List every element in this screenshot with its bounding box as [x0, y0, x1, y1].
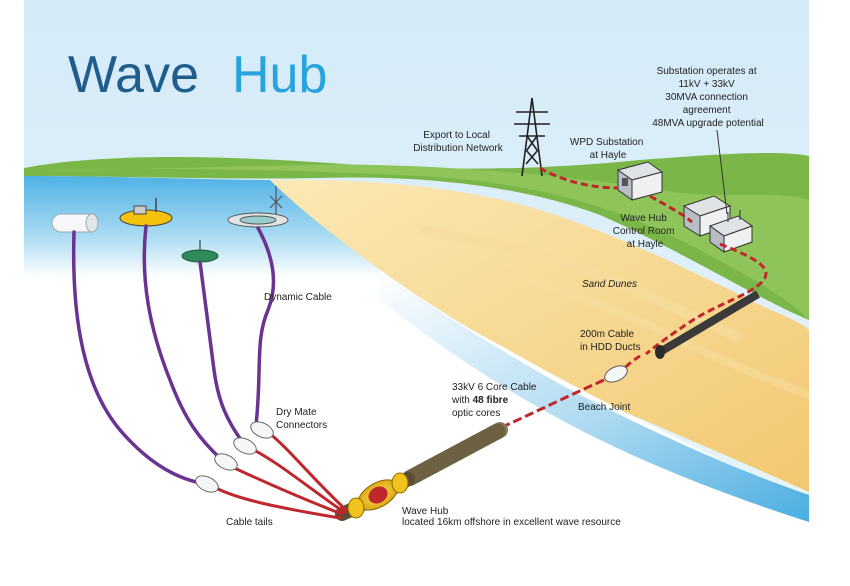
- beach-joint-icon: [604, 365, 628, 383]
- beach-joint-label: Beach Joint: [578, 402, 630, 413]
- grass-highlight: [24, 164, 809, 320]
- export-label: Export to Local Distribution Network: [413, 130, 503, 154]
- green-buoy-icon: [181, 240, 219, 263]
- yellow-wave-device-icon: [119, 198, 173, 227]
- onshore-cable-wpd: [649, 194, 693, 224]
- wpd-substation-label: WPD Substation at Hayle: [570, 137, 646, 161]
- ring-wave-device-icon: [227, 186, 289, 228]
- cylinder-buoy-icon: [51, 213, 99, 233]
- wave-hub-connector-icon: [335, 471, 417, 521]
- wave-hub-sublabel: located 16km offshore in excellent wave …: [402, 517, 621, 528]
- control-room-label: Wave Hub Control Room at Hayle: [613, 213, 677, 250]
- shoreline-water: [380, 270, 809, 522]
- export-cable-dashed: [499, 378, 605, 430]
- wave-hub-label: Wave Hub: [402, 506, 449, 517]
- dynamic-cables: [71, 224, 276, 486]
- onshore-cable-pylon: [539, 166, 619, 190]
- title-hub: Hub: [232, 46, 327, 104]
- substation-ops-label: Substation operates at 11kV + 33kV 30MVA…: [652, 66, 764, 129]
- control-room-building-icon: [682, 195, 754, 253]
- cable-tails: [214, 430, 348, 520]
- hdd-duct-icon: [655, 290, 761, 359]
- substation-ops-leader: [716, 129, 728, 215]
- dynamic-cable-label: Dynamic Cable: [264, 292, 332, 303]
- dry-mate-label: Dry Mate Connectors: [276, 407, 327, 431]
- title-wave: Wave: [68, 46, 199, 104]
- core-cable-label: 33kV 6 Core Cable with 48 fibre optic co…: [451, 382, 539, 419]
- rock-armoured-cable: [402, 422, 508, 486]
- wpd-substation-building-icon: [616, 161, 664, 201]
- onshore-cable-dune: [645, 242, 768, 356]
- dry-mate-connector-icon: [195, 421, 274, 493]
- hdd-cable-label: 200m Cable in HDD Ducts: [580, 329, 641, 353]
- dune-ridge: [419, 225, 743, 343]
- sand-dunes-area: [270, 179, 809, 492]
- electricity-pylon-icon: [514, 97, 550, 177]
- sand-dunes-label: Sand Dunes: [582, 279, 637, 290]
- cable-tails-label: Cable tails: [226, 517, 273, 528]
